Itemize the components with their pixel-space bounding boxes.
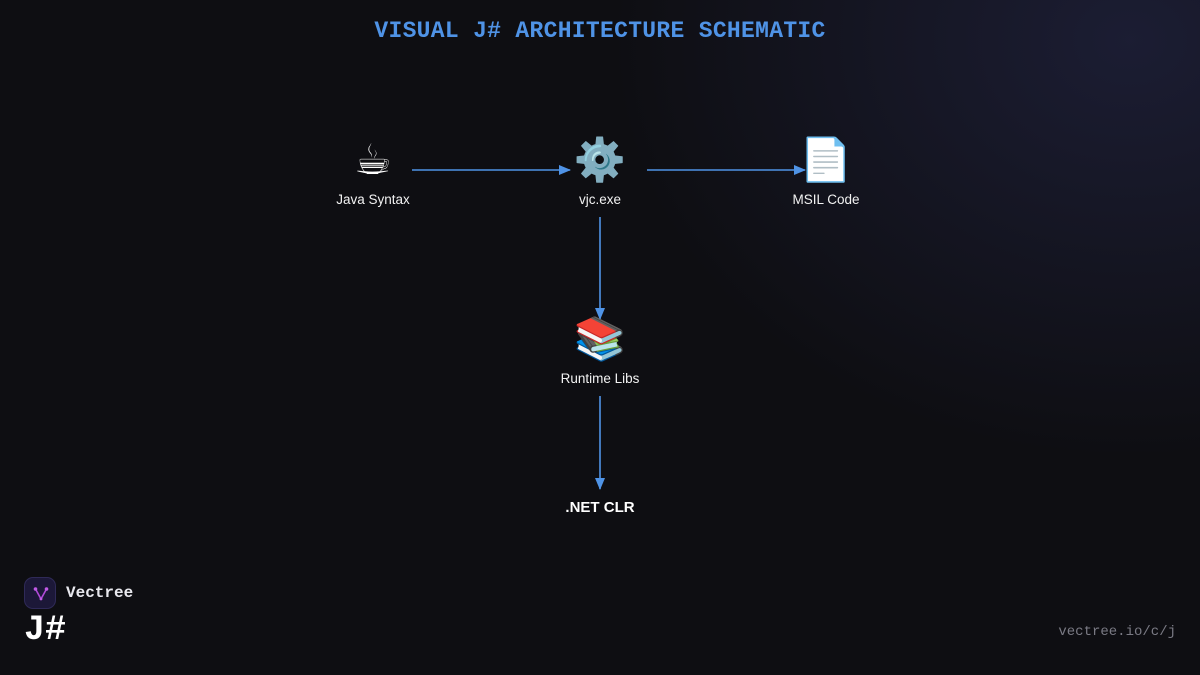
node-label: Runtime Libs <box>560 371 640 386</box>
node-java-syntax: ☕ Java Syntax <box>293 134 453 207</box>
footer-url: vectree.io/c/j <box>1058 624 1176 640</box>
language-badge: J# <box>24 610 67 650</box>
node-net-clr: .NET CLR <box>520 499 680 516</box>
diagram-title: VISUAL J# ARCHITECTURE SCHEMATIC <box>374 18 826 44</box>
coffee-cup-icon: ☕ <box>354 135 392 184</box>
node-label: MSIL Code <box>792 192 860 207</box>
node-label: Java Syntax <box>336 192 410 207</box>
node-label: .NET CLR <box>565 499 635 516</box>
vectree-logo-icon <box>24 577 56 609</box>
gear-icon: ⚙️ <box>573 135 627 184</box>
document-icon: 📄 <box>799 135 853 184</box>
node-msil-code: 📄 MSIL Code <box>746 134 906 207</box>
books-icon: 📚 <box>573 314 627 363</box>
node-label: vjc.exe <box>578 192 622 207</box>
brand-name: Vectree <box>66 584 134 602</box>
node-runtime-libs: 📚 Runtime Libs <box>520 313 680 386</box>
node-vjc-exe: ⚙️ vjc.exe <box>520 134 680 207</box>
